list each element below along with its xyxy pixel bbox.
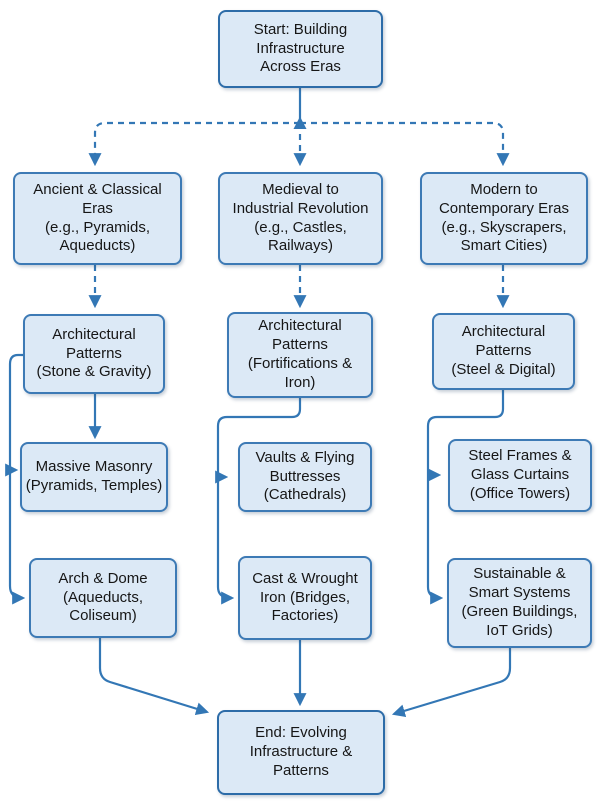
node-sustainable-smart: Sustainable & Smart Systems (Green Build… [447,558,592,648]
node-vaults-buttresses: Vaults & Flying Buttresses (Cathedrals) [238,442,372,512]
edge-patterns-medieval-rail [216,398,302,605]
edge-start-to-era-ancient [88,121,300,167]
node-era-ancient: Ancient & Classical Eras (e.g., Pyramids… [13,172,182,265]
node-patterns-medieval: Architectural Patterns (Fortifications &… [227,312,373,398]
node-cast-wrought-iron: Cast & Wrought Iron (Bridges, Factories) [238,556,372,640]
node-massive-masonry: Massive Masonry (Pyramids, Temples) [20,442,168,512]
edge-start-to-era-modern [300,121,510,167]
edge-arch-dome-to-end [98,638,210,716]
node-end: End: Evolving Infrastructure & Patterns [217,710,385,795]
node-era-modern: Modern to Contemporary Eras (e.g., Skysc… [420,172,588,265]
node-arch-dome: Arch & Dome (Aqueducts, Coliseum) [29,558,177,638]
node-patterns-modern: Architectural Patterns (Steel & Digital) [432,313,575,390]
node-era-medieval: Medieval to Industrial Revolution (e.g.,… [218,172,383,265]
node-start: Start: Building Infrastructure Across Er… [218,10,383,88]
node-patterns-ancient: Architectural Patterns (Stone & Gravity) [23,314,165,394]
edge-patterns-modern-rail [426,390,505,605]
node-steel-glass: Steel Frames & Glass Curtains (Office To… [448,439,592,512]
edge-sustainable-to-end [391,648,512,718]
